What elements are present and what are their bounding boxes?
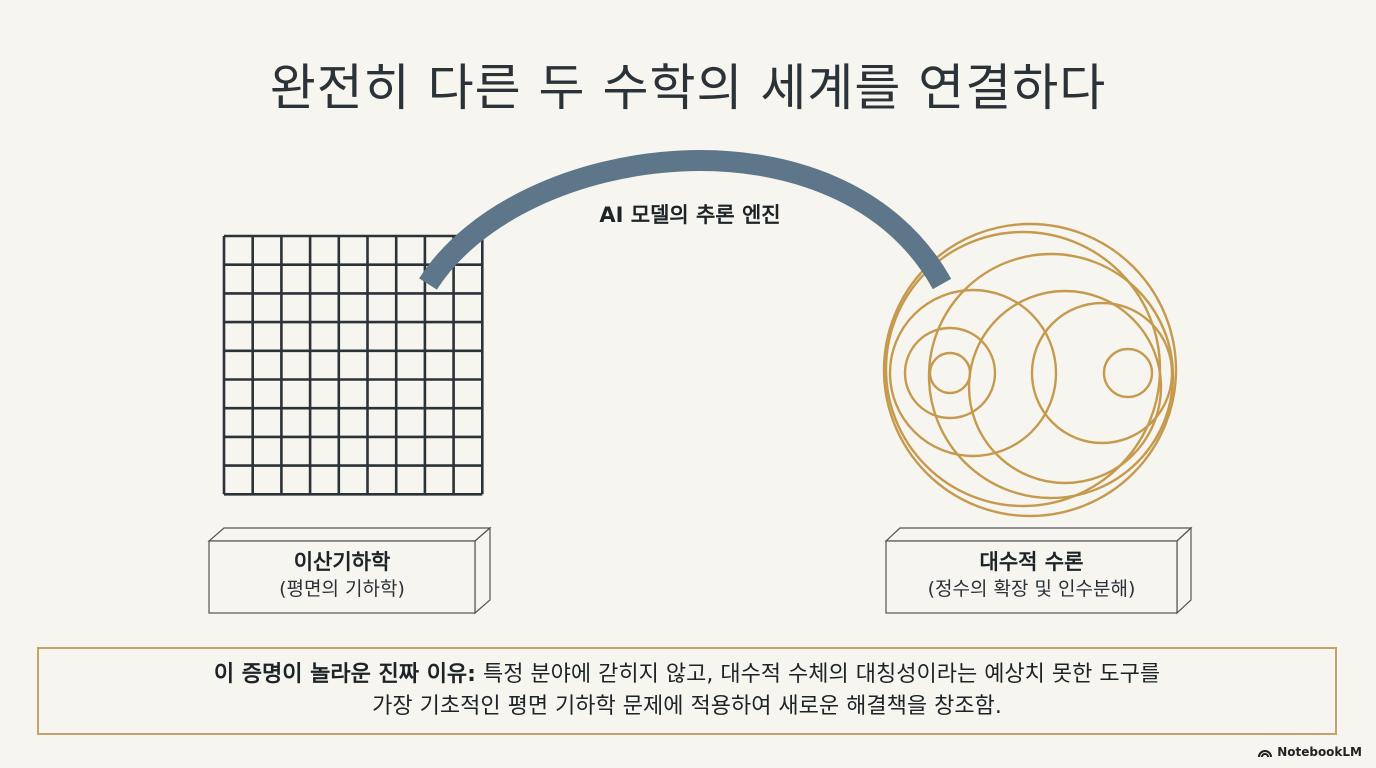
concentric-circles-icon — [882, 222, 1178, 518]
grid-lattice-icon — [222, 234, 484, 496]
left-label-box — [207, 526, 492, 615]
bridge-label: AI 모델의 추론 엔진 — [599, 203, 781, 227]
left-world-subtitle: (평면의 기하학) — [279, 578, 405, 600]
page-title: 완전히 다른 두 수학의 세계를 연결하다 — [269, 59, 1107, 117]
bridge-arc — [419, 150, 952, 290]
right-world-subtitle: (정수의 확장 및 인수분해) — [927, 578, 1136, 600]
insight-note-text1: 특정 분야에 갇히지 않고, 대수적 수체의 대칭성이라는 예상치 못한 도구를 — [475, 662, 1161, 687]
left-world-label: 이산기하학 (평면의 기하학) — [209, 548, 475, 602]
insight-note: 이 증명이 놀라운 진짜 이유: 특정 분야에 갇히지 않고, 대수적 수체의 … — [37, 647, 1337, 735]
right-world-title: 대수적 수론 — [979, 550, 1084, 574]
insight-note-line2: 가장 기초적인 평면 기하학 문제에 적용하여 새로운 해결책을 창조함. — [372, 694, 1002, 719]
insight-note-emphasis: 이 증명이 놀라운 진짜 이유: — [213, 662, 476, 687]
notebooklm-logo-icon — [1258, 750, 1273, 758]
right-label-box — [884, 526, 1193, 615]
insight-note-line1: 이 증명이 놀라운 진짜 이유: 특정 분야에 갇히지 않고, 대수적 수체의 … — [39, 659, 1335, 691]
right-world-label: 대수적 수론 (정수의 확장 및 인수분해) — [886, 548, 1177, 602]
brand-badge: NotebookLM — [1257, 745, 1362, 759]
left-world-title: 이산기하학 — [293, 550, 391, 574]
brand-name: NotebookLM — [1277, 745, 1362, 759]
